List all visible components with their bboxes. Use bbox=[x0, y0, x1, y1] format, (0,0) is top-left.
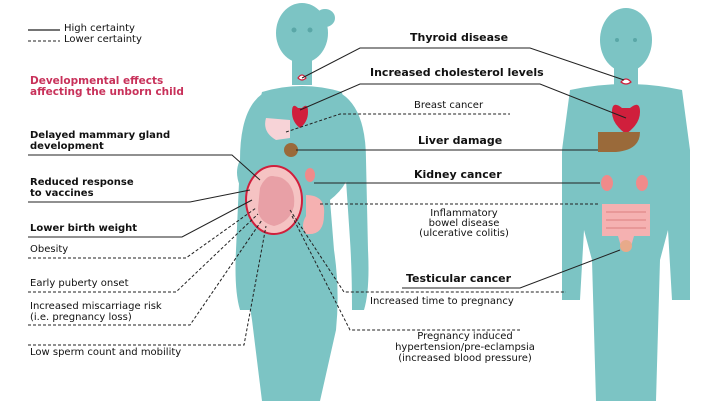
effect-miscarriage-line2: (i.e. pregnancy loss) bbox=[30, 313, 132, 323]
effect-birth-weight: Lower birth weight bbox=[30, 224, 137, 234]
testicle-icon bbox=[620, 240, 632, 252]
male-kidney-right-icon bbox=[636, 175, 648, 191]
effect-ibd-line3: (ulcerative colitis) bbox=[404, 229, 524, 239]
effect-cholesterol: Increased cholesterol levels bbox=[370, 67, 544, 78]
male-kidney-left-icon bbox=[601, 175, 613, 191]
effect-vaccine-line2: to vaccines bbox=[30, 189, 94, 199]
female-liver-icon bbox=[284, 143, 298, 157]
effect-vaccine-line1: Reduced response bbox=[30, 178, 134, 188]
effect-hypertension-line1: Pregnancy induced bbox=[370, 332, 560, 342]
female-intestine-icon bbox=[303, 195, 324, 234]
child-section-title-line2: affecting the unborn child bbox=[30, 87, 184, 98]
legend-high-label: High certainty bbox=[64, 24, 135, 34]
female-kidney-icon bbox=[305, 168, 315, 182]
effect-hypertension-line3: (increased blood pressure) bbox=[370, 354, 560, 364]
effect-mammary-line2: development bbox=[30, 142, 104, 152]
effect-puberty: Early puberty onset bbox=[30, 279, 129, 289]
effect-kidney: Kidney cancer bbox=[414, 169, 502, 180]
effect-time-to-pregnancy: Increased time to pregnancy bbox=[370, 297, 514, 307]
effect-hypertension-line2: hypertension/pre-eclampsia bbox=[370, 343, 560, 353]
effect-liver: Liver damage bbox=[418, 135, 502, 146]
effect-testicular: Testicular cancer bbox=[406, 273, 511, 284]
effect-mammary-line1: Delayed mammary gland bbox=[30, 131, 170, 141]
effect-miscarriage-line1: Increased miscarriage risk bbox=[30, 302, 162, 312]
legend-low-label: Lower certainty bbox=[64, 35, 142, 45]
effect-sperm: Low sperm count and mobility bbox=[30, 348, 181, 358]
effect-thyroid: Thyroid disease bbox=[410, 32, 508, 43]
effect-obesity: Obesity bbox=[30, 245, 68, 255]
effect-breast-cancer: Breast cancer bbox=[414, 101, 483, 111]
